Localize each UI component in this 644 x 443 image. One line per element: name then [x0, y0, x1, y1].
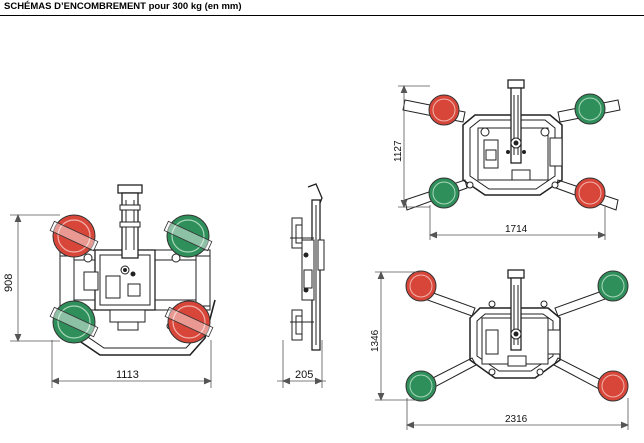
page-title: SCHÉMAS D’ENCOMBREMENT pour 300 kg (en m…: [4, 1, 242, 12]
side-depth-label: 205: [295, 369, 313, 381]
side-depth-dimension: [277, 340, 326, 388]
title-divider: [0, 15, 644, 16]
top-right-pad-bottom-right: [574, 177, 606, 209]
top-right-width-label: 1714: [505, 224, 528, 235]
bottom-right-pad-top-right: [597, 270, 629, 302]
front-view: [59, 184, 216, 356]
top-right-pad-top-right: [574, 93, 606, 125]
front-pad-top-left: [49, 214, 99, 258]
bottom-right-pad-bottom-right: [597, 370, 629, 402]
bottom-right-pad-top-left: [405, 270, 437, 302]
front-height-dimension: [10, 213, 60, 343]
top-right-pad-bottom-left: [428, 177, 460, 209]
top-right-height-dimension: [398, 84, 430, 209]
top-right-height-label: 1127: [393, 140, 404, 162]
front-width-dimension: [50, 340, 213, 388]
top-right-width-dimension: [428, 205, 607, 240]
front-pad-bottom-left: [49, 300, 99, 344]
bottom-right-view: [421, 269, 609, 391]
bottom-right-height-label: 1346: [370, 329, 381, 352]
bottom-right-width-dimension: [405, 398, 630, 430]
front-pad-top-right: [163, 214, 213, 258]
top-right-pad-top-left: [428, 94, 460, 126]
front-pad-bottom-right: [164, 300, 214, 344]
bottom-right-height-dimension: [375, 270, 420, 402]
bottom-right-width-label: 2316: [505, 414, 528, 425]
side-view: [290, 183, 325, 351]
front-width-label: 1113: [116, 369, 139, 381]
bottom-right-pad-bottom-left: [405, 370, 437, 402]
front-height-label: 908: [3, 274, 15, 292]
